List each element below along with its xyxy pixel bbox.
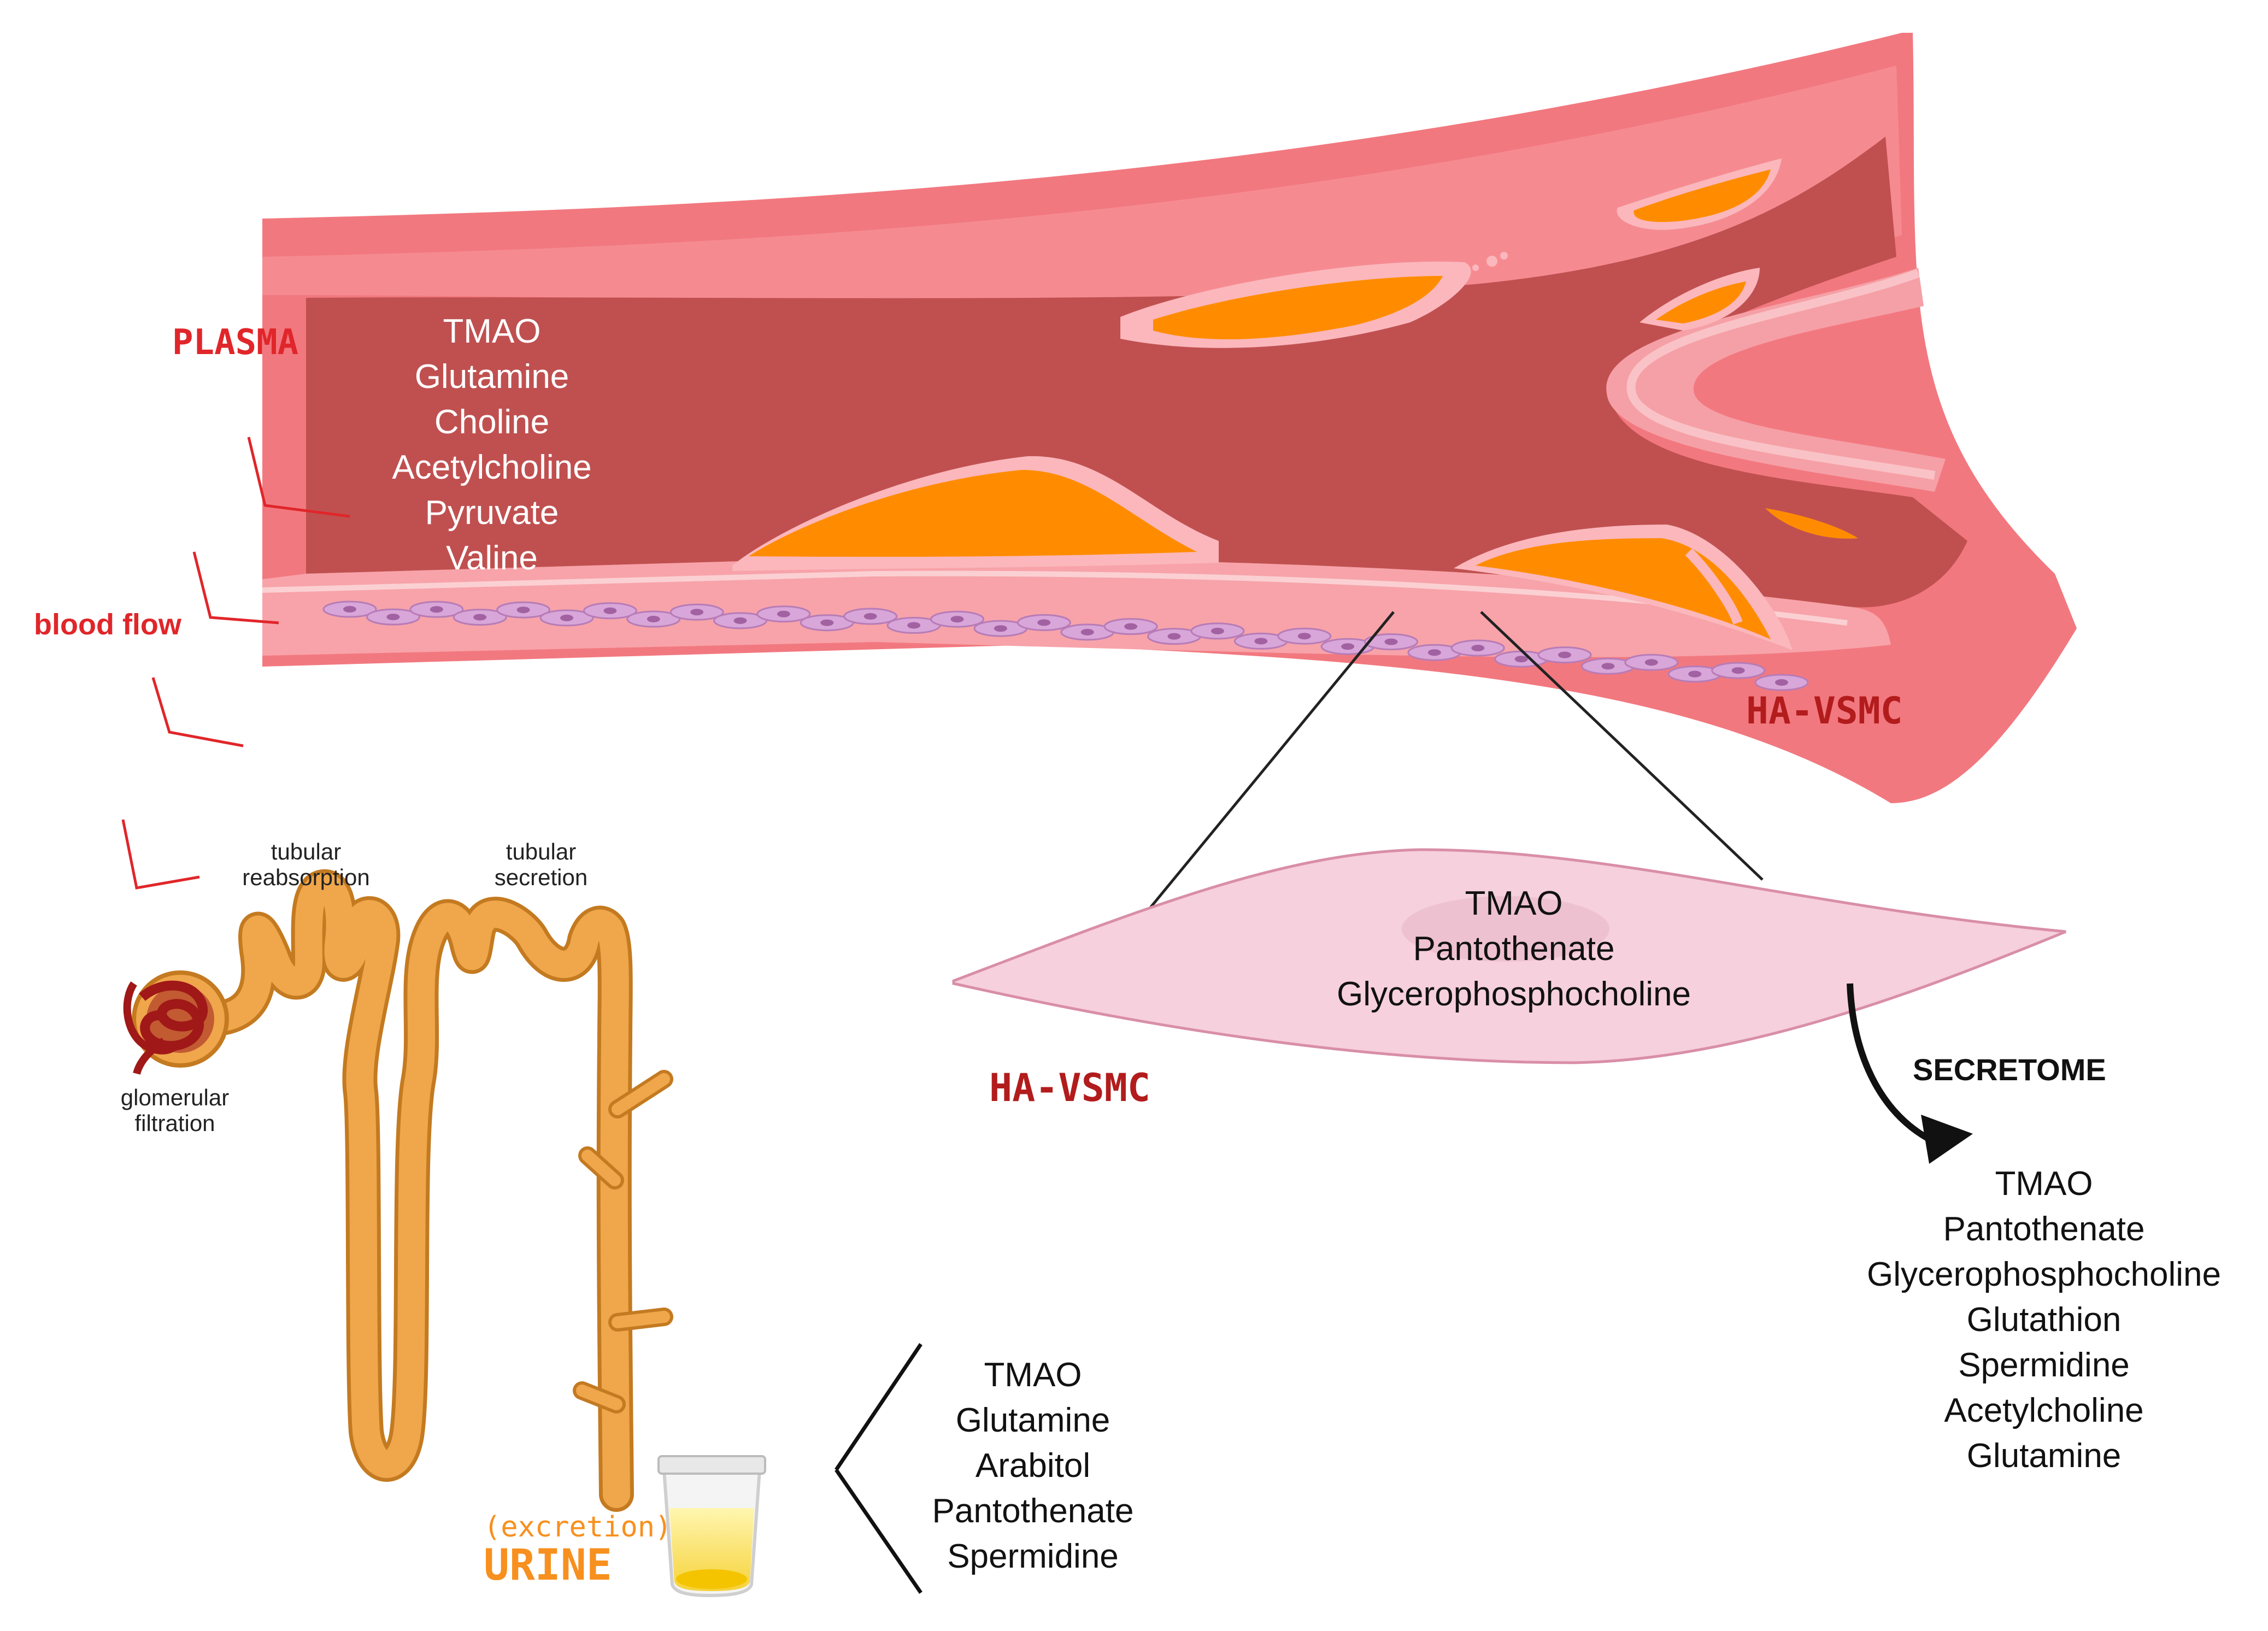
vessel-wall-cell-label: HA-VSMC (1746, 690, 1903, 733)
smooth-muscle-nucleus (994, 625, 1007, 632)
smooth-muscle-nucleus (1471, 645, 1485, 651)
glomerular-filtration-label: glomerular filtration (120, 1085, 230, 1136)
smooth-muscle-cell-icon (322, 600, 1809, 691)
urine-metabolite: Spermidine (947, 1538, 1119, 1575)
secretome-metabolite: Glutathion (1966, 1301, 2122, 1339)
smooth-muscle-nucleus (1384, 638, 1398, 645)
plasma-metabolite: TMAO (443, 313, 541, 350)
secretome-metabolite: Acetylcholine (1944, 1392, 2144, 1429)
cell-metabolite: Pantothenate (1413, 930, 1615, 968)
smooth-muscle-nucleus (1427, 649, 1441, 656)
smooth-muscle-nucleus (1167, 633, 1181, 640)
plasma-metabolite: Valine (446, 539, 538, 577)
smooth-muscle-nucleus (386, 614, 400, 621)
smooth-muscle-nucleus (1341, 643, 1355, 650)
excretion-label: (excretion) (484, 1511, 672, 1544)
smooth-muscle-nucleus (1644, 659, 1658, 666)
plasma-metabolite: Acetylcholine (392, 449, 592, 486)
urine-bracket (835, 1343, 923, 1594)
secretome-metabolite: Spermidine (1958, 1346, 2130, 1384)
smooth-muscle-nucleus (1124, 623, 1138, 630)
secretome-metabolite: Glutamine (1966, 1437, 2122, 1475)
secretome-label: SECRETOME (1913, 1052, 2106, 1087)
smooth-muscle-nucleus (733, 617, 747, 624)
smooth-muscle-nucleus (560, 614, 573, 621)
smooth-muscle-nucleus (863, 613, 877, 620)
tubular-reabsorption-label: tubular reabsorption (242, 839, 370, 890)
vsmc-nucleus (1402, 896, 1609, 962)
urine-metabolite: Pantothenate (932, 1492, 1134, 1530)
urine-metabolite-list: TMAO Glutamine Arabitol Pantothenate Spe… (885, 1352, 1180, 1579)
secretome-metabolite: Glycerophosphocholine (1867, 1256, 2221, 1293)
smooth-muscle-nucleus (430, 606, 443, 613)
urine-metabolite: Arabitol (975, 1447, 1091, 1485)
plasma-metabolite: Choline (434, 403, 550, 441)
smooth-muscle-nucleus (1731, 667, 1745, 674)
smooth-muscle-nucleus (1297, 633, 1311, 640)
smooth-muscle-nucleus (1775, 679, 1788, 686)
plasma-metabolite: Glutamine (414, 358, 569, 396)
plasma-metabolite: Pyruvate (425, 494, 559, 532)
smooth-muscle-nucleus (1558, 651, 1571, 658)
smooth-muscle-nucleus (907, 622, 921, 629)
smooth-muscle-nucleus (1688, 670, 1702, 678)
atherosclerotic-plaque-icon (732, 158, 1858, 650)
secretome-metabolite: TMAO (1995, 1165, 2093, 1203)
secretome-metabolite-list: TMAO Pantothenate Glycerophosphocholine … (1820, 1161, 2268, 1479)
smooth-muscle-nucleus (690, 609, 704, 616)
blood-flow-label: blood flow (34, 608, 181, 641)
smooth-muscle-nucleus (1080, 628, 1094, 635)
zoom-lines (1114, 611, 1764, 952)
blood-vessel-icon (262, 33, 2077, 803)
smooth-muscle-nucleus (1514, 656, 1528, 663)
urine-label: URINE (484, 1541, 612, 1590)
secretome-arrow-icon (1847, 983, 1973, 1164)
smooth-muscle-nucleus (1037, 619, 1051, 626)
nephron-icon (196, 869, 673, 1512)
vessel-branch-wall (1606, 268, 1946, 492)
vessel-inner-wall (262, 557, 1891, 657)
glomerulus-icon (123, 970, 229, 1075)
cell-metabolite: Glycerophosphocholine (1337, 975, 1691, 1013)
plasma-metabolite-list: TMAO Glutamine Choline Acetylcholine Pyr… (372, 309, 612, 581)
smooth-muscle-nucleus (647, 616, 660, 622)
smooth-muscle-cell-icon (952, 848, 2066, 1064)
urine-metabolite: Glutamine (955, 1402, 1111, 1439)
smooth-muscle-nucleus (1254, 638, 1268, 645)
smooth-muscle-nucleus (1211, 627, 1224, 634)
urine-metabolite: TMAO (984, 1356, 1082, 1394)
plasma-label: PLASMA (172, 322, 299, 363)
cell-label: HA-VSMC (989, 1065, 1151, 1110)
smooth-muscle-nucleus (1601, 663, 1615, 670)
flow-arrow-icon (121, 437, 350, 890)
cell-metabolite: TMAO (1465, 885, 1563, 922)
smooth-muscle-nucleus (820, 619, 834, 626)
vessel-lumen (306, 137, 1967, 608)
smooth-muscle-nucleus (603, 607, 617, 614)
urine-cup-icon (657, 1455, 766, 1598)
smooth-muscle-nucleus (777, 610, 790, 617)
smooth-muscle-nucleus (950, 616, 964, 623)
tubular-secretion-label: tubular secretion (494, 839, 588, 890)
smooth-muscle-nucleus (473, 614, 487, 621)
smooth-muscle-nucleus (516, 607, 530, 614)
smooth-muscle-nucleus (343, 606, 356, 613)
secretome-metabolite: Pantothenate (1943, 1210, 2145, 1248)
cell-metabolite-list: TMAO Pantothenate Glycerophosphocholine (1301, 881, 1727, 1017)
